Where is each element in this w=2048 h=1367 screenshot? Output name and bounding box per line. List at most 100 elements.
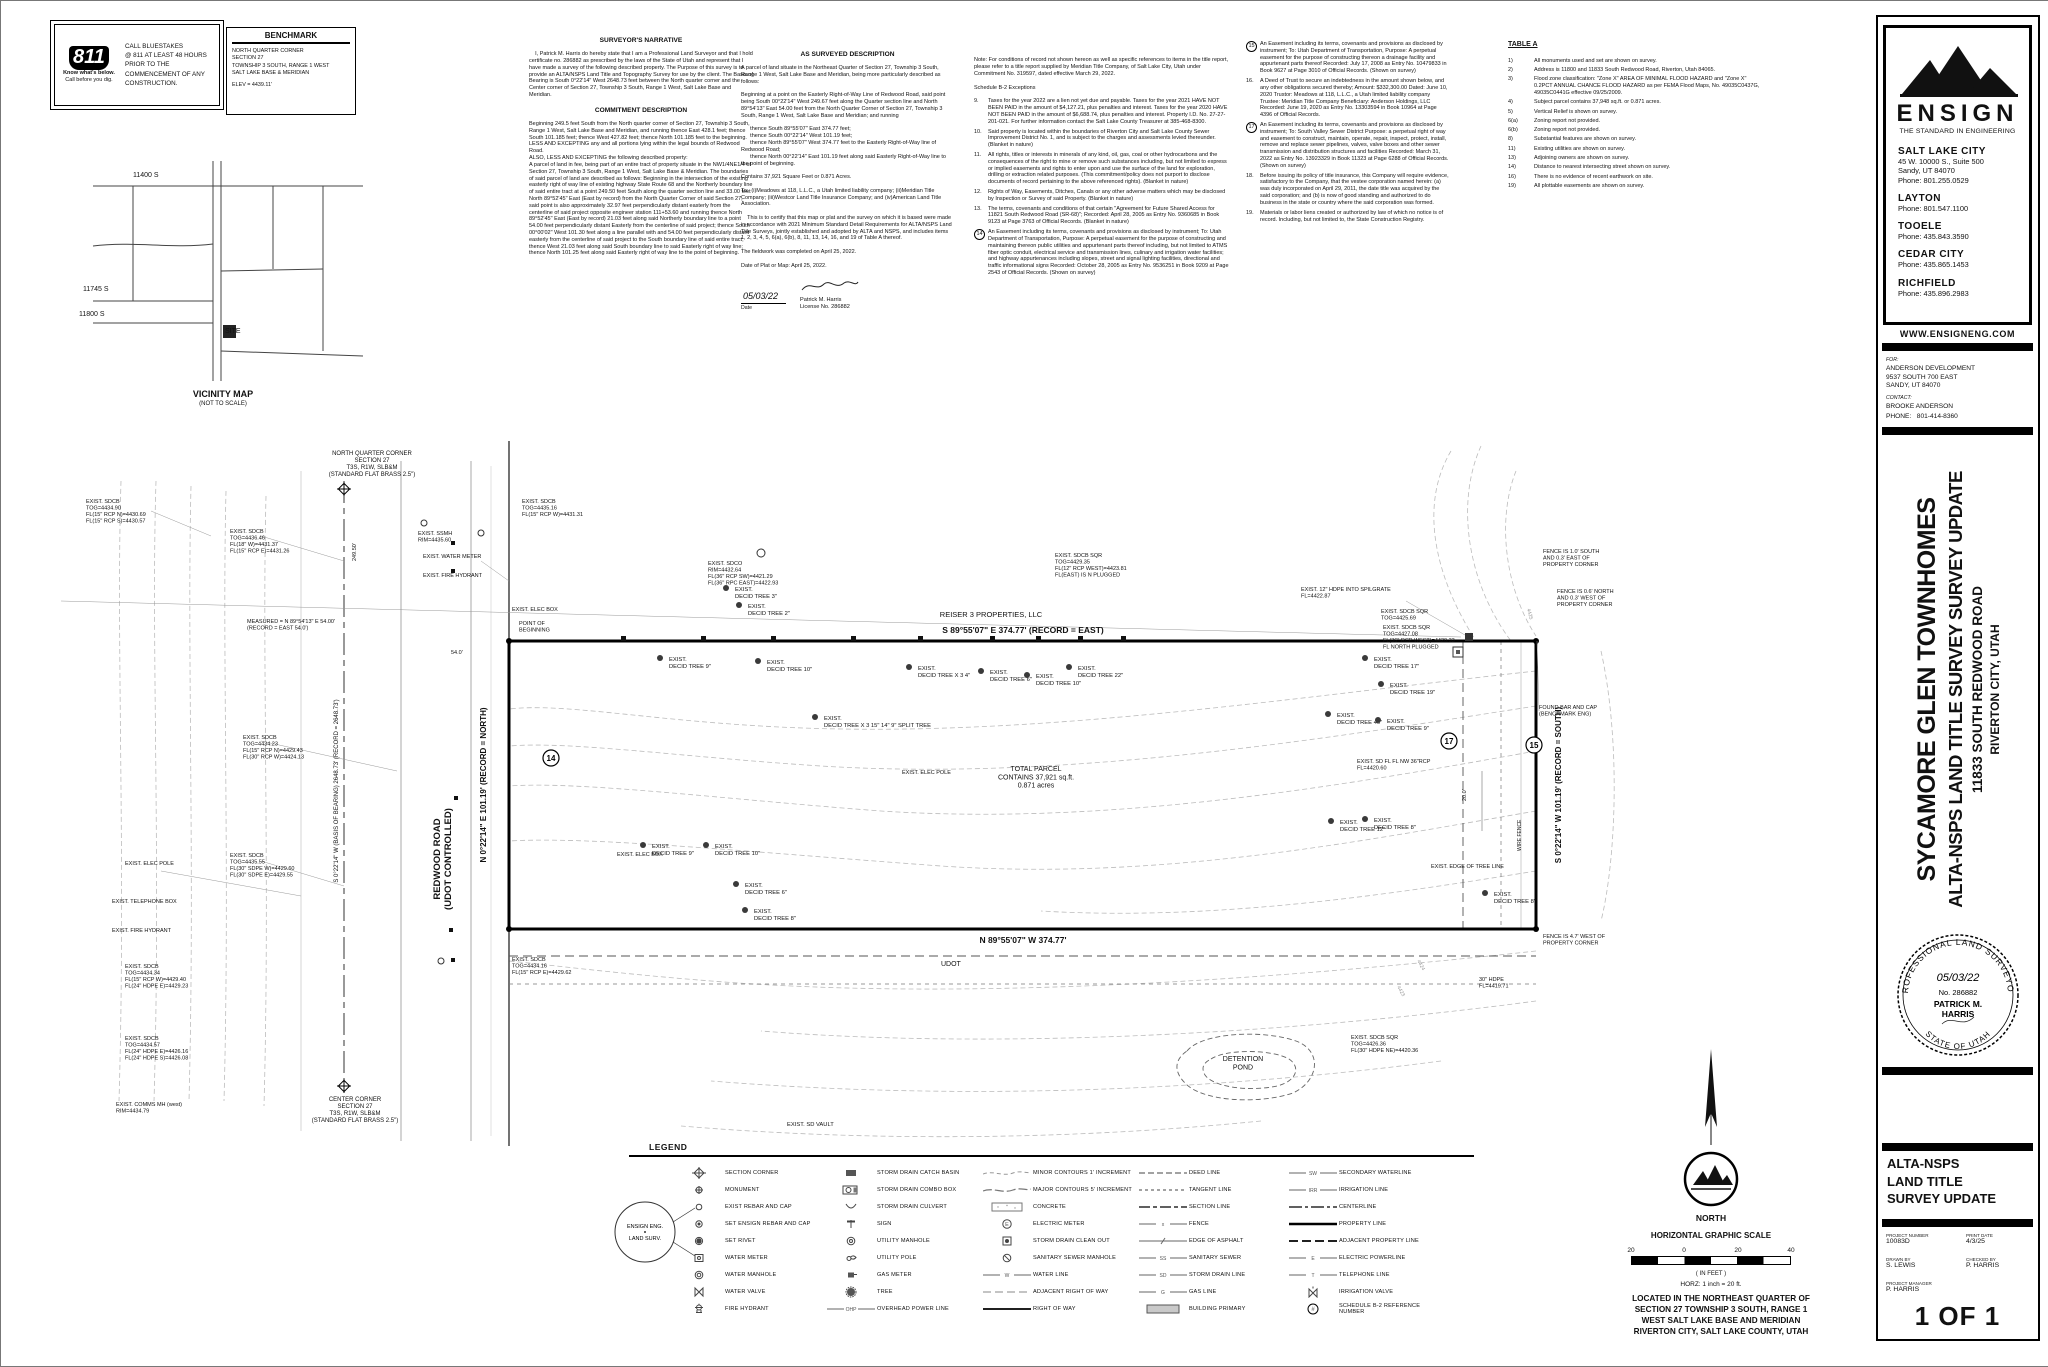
item-text: Address is 11800 and 11833 South Redwood… xyxy=(1534,66,1716,73)
divider-bar xyxy=(1882,1067,2033,1075)
legend-item: STORM DRAIN CLEAN OUT xyxy=(981,1232,1133,1249)
tree-symbol xyxy=(703,842,709,848)
legend-item: CONCRETE xyxy=(981,1198,1133,1215)
utility-manhole-icon xyxy=(825,1235,877,1247)
item-number: 5) xyxy=(1508,108,1513,115)
legend-item: MAJOR CONTOURS 5' INCREMENT xyxy=(981,1181,1133,1198)
utility-pole-icon xyxy=(825,1252,877,1264)
title-block: ENSIGN THE STANDARD IN ENGINEERING SALT … xyxy=(1876,15,2040,1341)
vicinity-label: 11800 S xyxy=(79,311,105,318)
plat-annotation: EXIST. SD VAULT xyxy=(787,1122,834,1128)
tree-symbol xyxy=(1482,890,1488,896)
rivet-icon xyxy=(673,1235,725,1247)
tree-symbol xyxy=(1325,711,1331,717)
tree-callout: EXIST.DECID TREE X 3 4" xyxy=(918,666,970,679)
scale-bar xyxy=(1631,1256,1791,1265)
item-text: Materials or labor liens created or auth… xyxy=(1260,209,1444,223)
scale-tick: 0 xyxy=(1682,1247,1686,1254)
scale-tick: 20 xyxy=(1734,1247,1742,1254)
item-text: The terms, covenants and conditions of t… xyxy=(988,205,1220,226)
legend-item-label: ADJACENT RIGHT OF WAY xyxy=(1033,1288,1109,1295)
field-value: P. HARRIS xyxy=(1966,1262,2000,1269)
item-number: 3) xyxy=(1508,76,1513,83)
tree-callout: EXIST.DECID TREE 6" xyxy=(990,670,1032,683)
as-surveyed-description: AS SURVEYED DESCRIPTION A parcel of land… xyxy=(741,51,954,311)
office-detail: Phone: 801.547.1100 xyxy=(1898,203,1969,213)
project-title-line4: RIVERTON CITY, UTAH xyxy=(1988,624,2002,755)
schedule-b2-items-1: 9.Taxes for the year 2022 are a lien not… xyxy=(974,98,1231,277)
signature-block: 05/03/22 Date Patrick M. Harris License … xyxy=(741,278,954,312)
plat-annotation: 4424 xyxy=(1415,959,1426,972)
vicinity-label: 11745 S xyxy=(83,286,109,293)
surveyor-seal: PROFESSIONAL LAND SURVEYOR 05/03/22 No. … xyxy=(1892,929,2019,1056)
legend-item: PROPERTY LINE xyxy=(1287,1215,1439,1232)
ensign-cap-text1: ENSIGN ENG. xyxy=(627,1224,664,1230)
detention-pond-outline xyxy=(1176,1033,1315,1101)
b2-ref-icon: # xyxy=(1287,1303,1339,1315)
contour-minor-icon xyxy=(981,1167,1033,1179)
contour-major-icon xyxy=(981,1184,1033,1196)
item-text: Said property is located within the boun… xyxy=(988,128,1216,149)
legend-item: ADJACENT PROPERTY LINE xyxy=(1287,1232,1439,1249)
table-a-item: 5)Vertical Relief is shown on survey. xyxy=(1508,109,1763,116)
tree-callout: EXIST.DECID TREE 9" xyxy=(1387,719,1429,732)
sd-culvert-icon xyxy=(825,1201,877,1213)
office-name: RICHFIELD xyxy=(1898,277,1956,289)
seal-name1: PATRICK M. xyxy=(1934,999,1982,1009)
vicinity-label: 11400 S xyxy=(133,172,159,179)
legend-item-label: STORM DRAIN CULVERT xyxy=(877,1203,948,1210)
t-line-icon: T xyxy=(1287,1269,1339,1281)
schedule-b2-item: 12.Rights of Way, Easements, Ditches, Ca… xyxy=(974,189,1231,203)
plat-annotation: 4425 xyxy=(1525,608,1534,621)
located-in-note: LOCATED IN THE NORTHEAST QUARTER OF SECT… xyxy=(1632,1294,1810,1337)
legend-item: RIGHT OF WAY xyxy=(981,1300,1133,1317)
sd-catch-basin-icon xyxy=(825,1167,877,1179)
ensign-rebar-icon xyxy=(673,1218,725,1230)
utility-manholes xyxy=(420,519,1464,965)
contact-label: CONTACT: xyxy=(1886,395,1912,401)
plat-annotation: N 89°55'07" W 374.77' xyxy=(979,935,1066,945)
signature-date-label: Date xyxy=(741,304,752,311)
row-line-icon xyxy=(981,1303,1033,1315)
benchmark-body: NORTH QUARTER CORNER SECTION 27 TOWNSHIP… xyxy=(232,48,330,76)
legend-item: STORM DRAIN CATCH BASIN xyxy=(825,1164,977,1181)
plat-annotation: REISER 3 PROPERTIES, LLC xyxy=(940,610,1043,619)
legend-item: SANITARY SEWER MANHOLE xyxy=(981,1249,1133,1266)
plat-annotation: EXIST. ELEC BOX xyxy=(617,852,663,858)
contour-lines xyxy=(118,445,1615,1138)
plat-annotation: UDOT xyxy=(941,961,962,968)
schedule-b2-title: Schedule B-2 Exceptions xyxy=(974,85,1036,92)
svg-text:x: x xyxy=(1162,1222,1165,1228)
tree-callout: EXIST.DECID TREE 9" xyxy=(669,657,711,670)
scale-tick: 20 xyxy=(1627,1247,1635,1254)
ensign-website: WWW.ENSIGNENG.COM xyxy=(1899,329,2016,339)
legend: LEGEND ENSIGN ENG. LAND SURV. SECTION CO… xyxy=(614,1142,1479,1342)
ensign-cap-text2: LAND SURV. xyxy=(629,1236,662,1242)
tree-symbol xyxy=(1024,672,1030,678)
item-number: 9. xyxy=(974,98,979,105)
svg-text:IRR: IRR xyxy=(1309,1188,1318,1194)
legend-item: UTILITY MANHOLE xyxy=(825,1232,977,1249)
tree-symbol xyxy=(978,668,984,674)
surveyed-body: A parcel of land situate in the Northeas… xyxy=(741,65,952,269)
tree-callout: EXIST.DECID TREE 3" xyxy=(735,587,777,600)
narrative-title: SURVEYOR'S NARRATIVE xyxy=(599,37,683,44)
adj-property-icon xyxy=(1287,1235,1339,1247)
plat-annotation: EXIST. EDGE OF TREE LINE xyxy=(1431,864,1504,870)
